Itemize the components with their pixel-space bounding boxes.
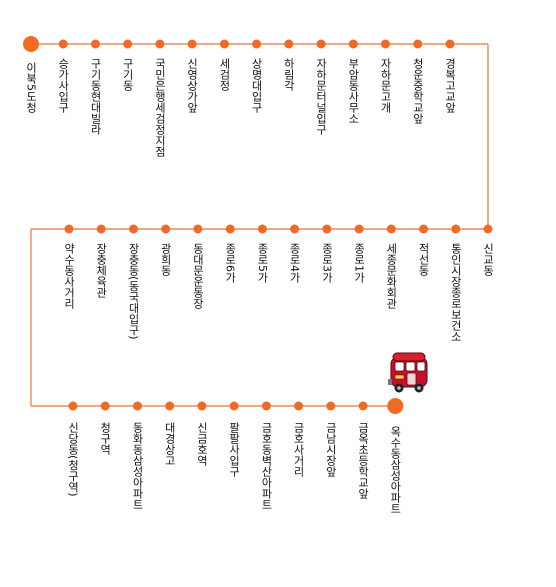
stop-marker: [123, 39, 133, 49]
stop-marker: [100, 401, 110, 411]
stop-marker: [257, 224, 267, 234]
stop-label: 금옥초등학교앞: [356, 422, 370, 499]
stop-marker: [358, 401, 368, 411]
stop-marker: [348, 39, 358, 49]
stop-marker: [68, 401, 78, 411]
stop-label: 국민은행세검정지점: [153, 58, 167, 157]
stop-label: 신교동: [481, 243, 495, 276]
stop-label: 종로1가: [352, 243, 366, 283]
stop-marker: [284, 39, 294, 49]
stop-label: 적선동: [417, 243, 430, 276]
stop-label: 청운중학교앞: [411, 58, 425, 124]
stop-label: 신당동(청구역): [66, 422, 80, 497]
stop-marker: [322, 224, 332, 234]
stop-label: 신금호역: [195, 422, 209, 466]
stop-marker: [294, 401, 304, 411]
stop-label: 장충체육관: [94, 243, 108, 298]
stop-label: 통인시장종로보건소: [449, 243, 463, 342]
stop-label: 금호동벽산아파트: [259, 422, 273, 510]
stop-label: 장충동(동국대입구): [127, 243, 140, 340]
stop-marker: [219, 39, 229, 49]
stop-marker: [96, 224, 106, 234]
stop-marker: [381, 39, 390, 49]
stop-label: 청구역: [98, 422, 112, 455]
stop-marker: [445, 39, 455, 49]
stop-label: 자하문터널입구: [314, 58, 328, 135]
stop-marker: [58, 39, 68, 49]
stop-label: 신영상가앞: [185, 58, 199, 113]
stop-marker: [419, 224, 428, 234]
stop-marker: [155, 39, 165, 49]
stop-marker: [413, 39, 423, 49]
stop-marker: [451, 224, 461, 234]
stop-marker: [290, 224, 300, 234]
stop-marker: [354, 224, 364, 234]
stop-label: 종로4가: [288, 243, 302, 283]
stop-label: 승가사입구: [56, 58, 70, 113]
stop-marker: [197, 401, 207, 411]
stop-marker: [252, 39, 262, 49]
bus-icon: [388, 352, 428, 393]
stop-label: 옥수동삼성아파트: [388, 426, 402, 514]
stop-marker: [161, 224, 171, 234]
stop-label: 자하문고개: [379, 58, 392, 113]
route-stops: [23, 36, 493, 414]
stop-label: 경복고교앞: [443, 58, 457, 113]
stop-label: 하림각: [282, 58, 296, 91]
stop-label: 약수동사거리: [62, 243, 76, 309]
stop-label: 구기동: [121, 58, 135, 91]
stop-marker: [316, 39, 326, 49]
stop-label: 세검정: [217, 58, 231, 91]
stop-label: 종로6가: [223, 243, 237, 283]
stop-marker: [187, 39, 197, 49]
stop-marker: [91, 39, 100, 49]
stop-label: 동대문운동장: [191, 243, 205, 309]
stop-marker: [261, 401, 271, 411]
stop-marker: [326, 401, 336, 411]
stop-label: 세종문화회관: [384, 243, 398, 309]
terminal-stop-marker: [387, 398, 404, 414]
stop-marker: [229, 401, 239, 411]
stop-label: 상명대입구: [250, 58, 264, 113]
stop-label: 이북5도청: [24, 62, 38, 113]
stop-label: 팔팔사입구: [227, 422, 241, 477]
stop-label: 종로5가: [255, 243, 269, 283]
stop-label: 광희동: [159, 243, 173, 276]
stop-label: 종로3가: [320, 243, 334, 283]
stop-label: 부암동사무소: [346, 58, 360, 124]
stop-marker: [483, 224, 493, 234]
stop-marker: [133, 401, 142, 411]
stop-marker: [225, 224, 235, 234]
stop-marker: [193, 224, 203, 234]
stop-label: 대경상고: [163, 422, 177, 466]
stop-label: 구기동현대빌라: [89, 58, 102, 135]
terminal-stop-marker: [23, 36, 39, 52]
stop-marker: [165, 401, 175, 411]
stop-marker: [386, 224, 396, 234]
stop-label: 금남시장앞: [324, 422, 338, 477]
stop-label: 금호사거리: [292, 422, 306, 477]
stop-label: 동화동삼성아파트: [131, 422, 144, 510]
stop-marker: [64, 224, 74, 234]
stop-marker: [129, 224, 138, 234]
